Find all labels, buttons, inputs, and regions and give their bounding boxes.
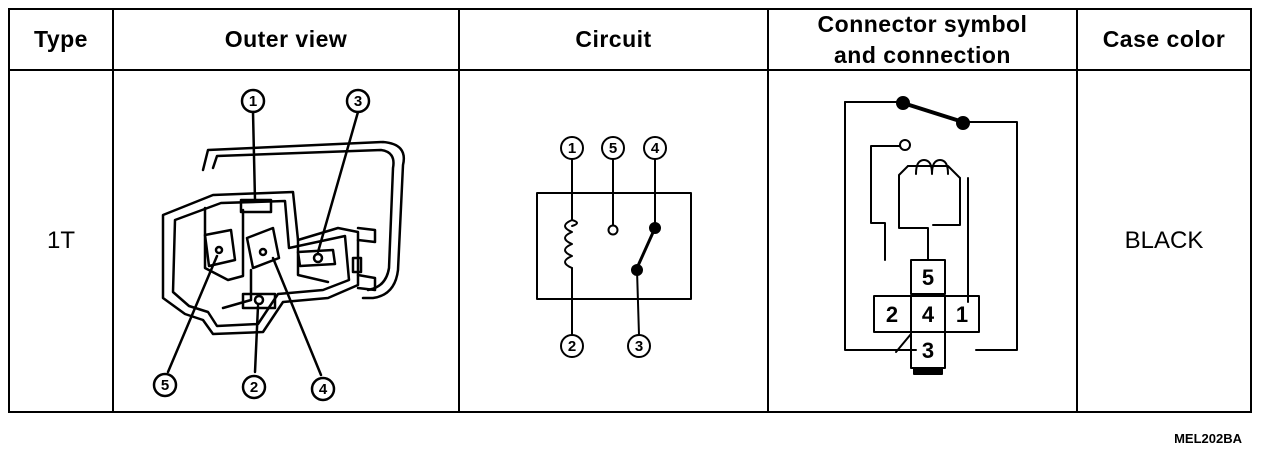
relay-outer-view: 1 3 5 2 4 bbox=[152, 88, 406, 402]
header-connector-line1: Connector symbol bbox=[817, 10, 1028, 37]
circuit-diagram: 1 5 4 2 3 bbox=[536, 136, 692, 358]
outer-pin-2-label: 2 bbox=[250, 379, 258, 396]
circuit-pin-5-label: 5 bbox=[609, 140, 617, 157]
cell-case-color: BLACK bbox=[1124, 227, 1204, 254]
header-outer-view: Outer view bbox=[224, 26, 348, 52]
connector-pin-3-label: 3 bbox=[922, 338, 934, 363]
connector-pin-2-label: 2 bbox=[886, 302, 898, 327]
header-circuit: Circuit bbox=[575, 26, 652, 52]
connector-pin-4-label: 4 bbox=[922, 302, 935, 327]
header-connector: Connector symbol and connection bbox=[768, 9, 1077, 70]
outer-pin-1-label: 1 bbox=[249, 93, 257, 110]
circuit-pin-2-label: 2 bbox=[568, 338, 576, 355]
outer-pin-3-label: 3 bbox=[354, 93, 362, 110]
header-type: Type bbox=[34, 26, 88, 52]
connector-pin-1-label: 1 bbox=[956, 302, 968, 327]
outer-pin-5-label: 5 bbox=[161, 377, 169, 394]
connector-pin-5-label: 5 bbox=[922, 265, 934, 290]
header-connector-line2: and connection bbox=[834, 41, 1011, 68]
connector-symbol-diagram: 5 2 4 1 3 bbox=[844, 96, 1018, 375]
header-case-color: Case color bbox=[1102, 26, 1226, 52]
cell-type: 1T bbox=[46, 227, 75, 254]
outer-pin-4-label: 4 bbox=[319, 381, 328, 398]
figure-code: MEL202BA bbox=[1174, 431, 1242, 446]
circuit-pin-3-label: 3 bbox=[635, 338, 643, 355]
circuit-pin-4-label: 4 bbox=[651, 140, 660, 157]
circuit-pin-1-label: 1 bbox=[568, 140, 576, 157]
